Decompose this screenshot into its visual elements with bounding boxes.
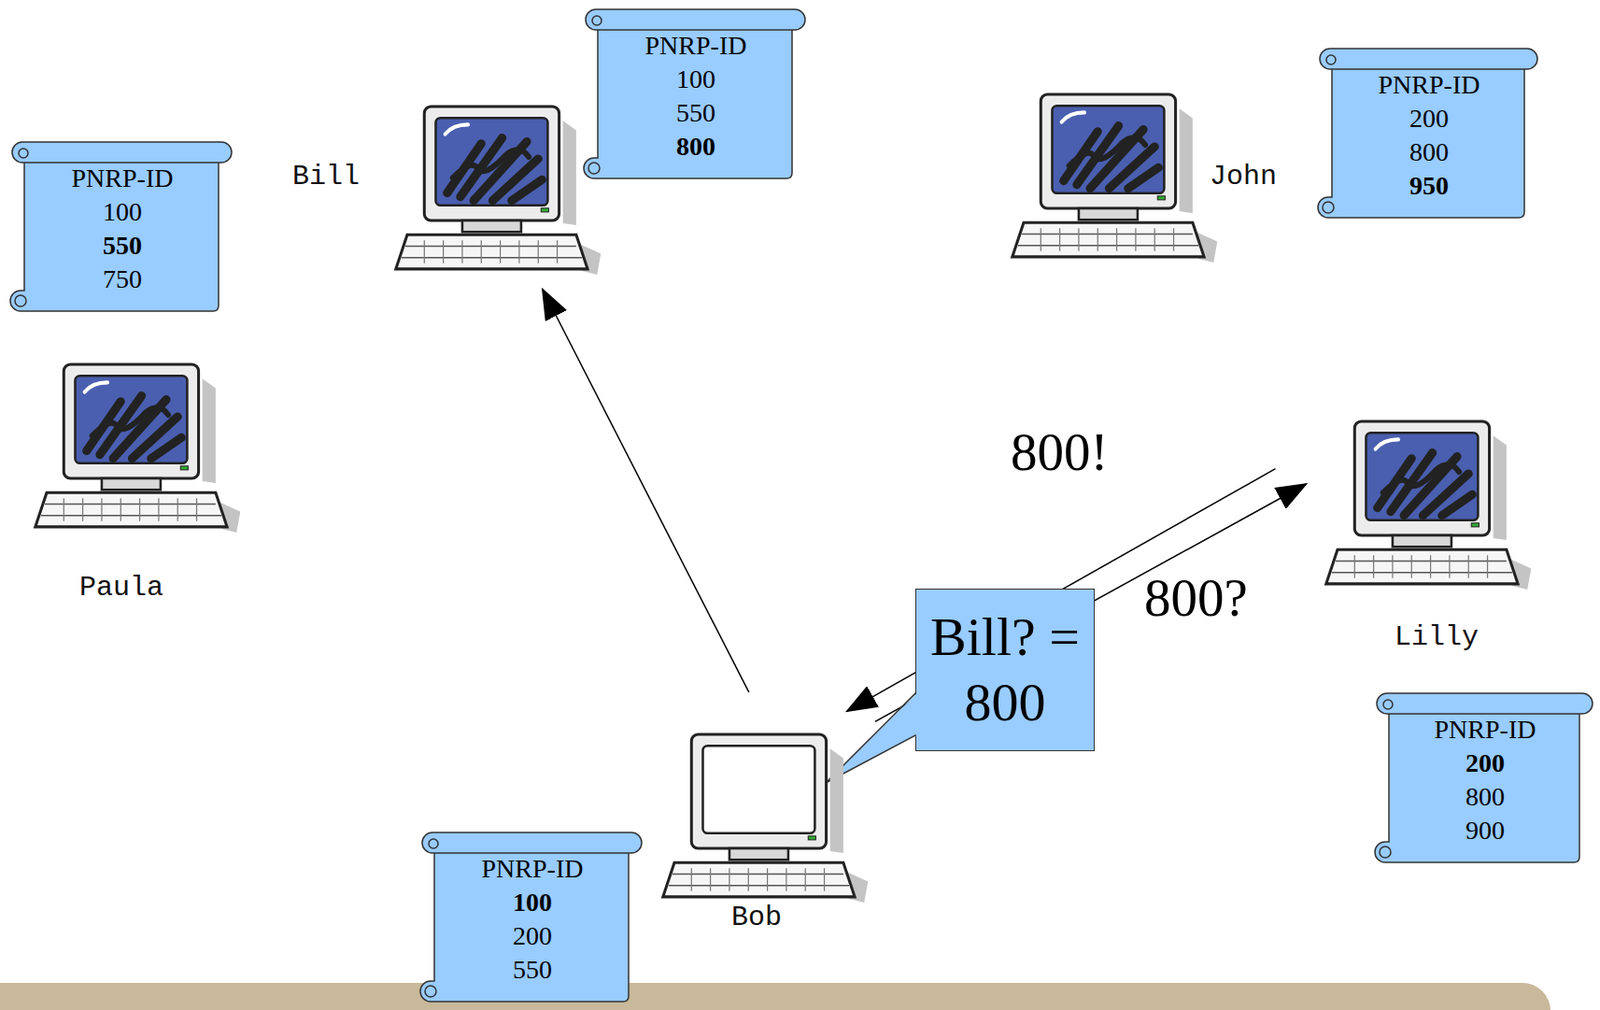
pnrp-id: 800 (606, 129, 786, 164)
pnrp-id: 750 (32, 262, 213, 297)
scroll-curl (1322, 201, 1334, 213)
scroll-curl (424, 985, 437, 997)
arrow-connector (542, 289, 750, 693)
computer-body (663, 734, 869, 903)
scroll-body (420, 841, 629, 1002)
pnrp-scroll: PNRP-ID100550750 (8, 141, 233, 312)
pnrp-id: 550 (32, 228, 213, 263)
pnrp-scroll: PNRP-ID100550800 (581, 8, 807, 179)
pnrp-id: 100 (32, 195, 213, 229)
scroll-body (1374, 702, 1580, 863)
pnrp-id: 900 (1397, 813, 1573, 848)
pnrp-id: 100 (606, 62, 786, 97)
screen-scribble (1377, 453, 1473, 516)
computer-name: Bob (731, 901, 782, 934)
pnrp-id: 550 (442, 952, 623, 987)
scroll-roll (12, 141, 232, 163)
scroll-curl (18, 148, 29, 158)
scroll-curl (1326, 55, 1336, 65)
scroll-roll (585, 9, 806, 30)
pnrp-id: 200 (1397, 746, 1573, 780)
computer (1002, 89, 1222, 266)
scroll-heading: PNRP-ID (442, 851, 623, 886)
computer-name: John (1209, 160, 1277, 193)
message-label: 800! (1010, 422, 1108, 482)
pnrp-scroll: PNRP-ID200800900 (1373, 692, 1594, 863)
scroll-curl (14, 295, 27, 307)
pnrp-id: 100 (442, 885, 623, 920)
computer-name: Paula (79, 571, 164, 604)
scroll-text-block: PNRP-ID100550800 (581, 8, 807, 179)
screen-scribble (1063, 126, 1160, 189)
screen-scribble (447, 138, 543, 201)
computer-name: Bill (292, 160, 360, 193)
pnrp-id: 200 (1340, 101, 1518, 136)
scroll-body (1317, 57, 1525, 218)
pnrp-scroll: PNRP-ID200800950 (1316, 47, 1539, 218)
scroll-heading: PNRP-ID (32, 161, 213, 196)
computer (1316, 416, 1536, 593)
computer (25, 359, 245, 536)
scroll-text-block: PNRP-ID200800900 (1373, 692, 1594, 863)
footer-band (0, 982, 1551, 1010)
scroll-roll (422, 832, 642, 853)
message-label: 800? (1144, 567, 1248, 628)
computer-body (396, 106, 602, 275)
scroll-body (10, 151, 219, 312)
scroll-curl (588, 162, 600, 174)
computer-body (1012, 94, 1218, 263)
scroll-text-block: PNRP-ID100200550 (418, 831, 643, 1002)
computer (385, 101, 606, 278)
scroll-curl (1383, 699, 1393, 709)
scroll-curl (1379, 846, 1391, 858)
scroll-heading: PNRP-ID (1340, 68, 1518, 102)
computer-icon (652, 729, 873, 906)
computer-name: Lilly (1394, 621, 1479, 653)
pnrp-id: 550 (606, 96, 786, 130)
computer-icon (1002, 89, 1222, 266)
pnrp-id: 800 (1397, 779, 1573, 814)
scroll-heading: PNRP-ID (1397, 712, 1573, 747)
pnrp-id: 200 (442, 919, 623, 953)
computer-icon (1316, 416, 1536, 593)
callout-tail (915, 588, 917, 590)
computer-icon (25, 359, 245, 536)
scroll-roll (1376, 693, 1593, 714)
computer-icon (385, 101, 606, 278)
scroll-curl (428, 838, 439, 849)
scroll-roll (1319, 48, 1538, 70)
screen-scribble (86, 396, 183, 459)
scroll-curl (592, 15, 602, 26)
pnrp-id: 950 (1340, 169, 1518, 203)
scroll-body (583, 18, 793, 179)
callout-text: Bill? = 800 (923, 604, 1087, 736)
pnrp-id: 800 (1340, 135, 1518, 170)
computer (652, 729, 873, 906)
scroll-heading: PNRP-ID (606, 28, 786, 63)
computer-body (1326, 421, 1532, 590)
computer-body (35, 364, 241, 533)
scroll-text-block: PNRP-ID100550750 (8, 141, 233, 312)
scroll-text-block: PNRP-ID200800950 (1316, 47, 1539, 218)
pnrp-scroll: PNRP-ID100200550 (418, 831, 643, 1002)
speech-callout: Bill? = 800 (915, 588, 1095, 751)
